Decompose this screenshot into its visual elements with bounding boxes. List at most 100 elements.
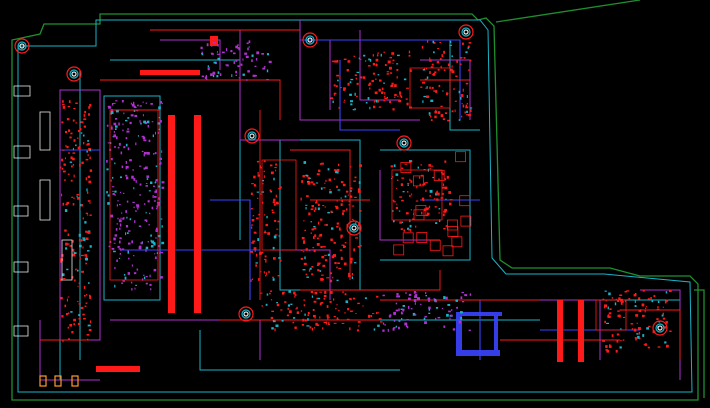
pin-pad: [143, 203, 146, 205]
pin-pad: [113, 134, 116, 138]
pin-pad: [118, 122, 120, 126]
pin-pad: [156, 205, 159, 208]
pin-pad: [644, 309, 646, 313]
pin-pad: [407, 184, 409, 186]
pin-pad: [333, 93, 335, 96]
pin-pad: [261, 53, 264, 55]
pin-pad: [254, 250, 256, 252]
pin-pad: [254, 74, 257, 77]
pin-pad: [313, 249, 316, 253]
pin-pad: [263, 66, 266, 68]
pin-pad: [122, 192, 125, 194]
pin-pad: [150, 181, 153, 184]
pin-pad: [324, 182, 326, 184]
pin-pad: [401, 177, 405, 179]
pin-pad: [462, 42, 464, 45]
pin-pad: [151, 206, 154, 210]
pin-pad: [69, 101, 71, 103]
pin-pad: [82, 313, 85, 316]
pin-pad: [212, 71, 216, 75]
pin-pad: [645, 305, 647, 308]
pin-pad: [111, 248, 115, 250]
pin-pad: [433, 90, 435, 92]
pin-pad: [316, 200, 318, 202]
pin-pad: [437, 48, 440, 50]
pin-pad: [82, 217, 84, 220]
pin-pad: [117, 217, 119, 220]
pin-pad: [293, 317, 296, 319]
pin-pad: [468, 69, 471, 71]
pin-pad: [359, 210, 362, 212]
pin-pad: [316, 173, 320, 176]
pin-pad: [275, 201, 279, 205]
pin-pad: [231, 74, 233, 78]
pin-pad: [137, 135, 139, 137]
pin-pad: [122, 123, 124, 125]
pin-pad: [443, 228, 446, 230]
pin-pad: [67, 296, 70, 298]
pin-pad: [266, 53, 269, 56]
pin-pad: [420, 164, 423, 166]
pin-pad: [428, 164, 432, 167]
pin-pad: [119, 223, 122, 227]
pin-pad: [348, 204, 351, 206]
pin-pad: [263, 258, 267, 260]
pin-pad: [253, 184, 256, 187]
pin-pad: [205, 74, 207, 77]
pin-pad: [201, 51, 203, 53]
pin-pad: [85, 302, 88, 304]
pin-pad: [353, 180, 356, 182]
pin-pad: [427, 212, 430, 215]
pin-pad: [468, 329, 471, 332]
mounting-hole: [14, 38, 30, 54]
pin-pad: [607, 314, 609, 317]
pin-pad: [435, 109, 437, 112]
edge-connectors: [13, 85, 73, 337]
pin-pad: [643, 315, 646, 317]
pin-pad: [118, 248, 121, 250]
pin-pad: [62, 100, 64, 103]
pin-pad: [330, 97, 334, 100]
pin-pad: [648, 325, 651, 328]
pin-pad: [456, 306, 458, 309]
pin-pad: [151, 240, 155, 244]
pin-pad: [324, 254, 327, 256]
pin-pad: [89, 320, 92, 324]
pin-pad: [123, 146, 126, 149]
pin-pad: [348, 275, 351, 278]
mounting-hole: [247, 131, 257, 141]
pin-pad: [376, 312, 378, 315]
pin-pad: [272, 276, 275, 278]
pin-pad: [161, 225, 163, 228]
pin-pad: [333, 92, 337, 95]
pin-pad: [257, 174, 261, 177]
pin-pad: [133, 177, 136, 181]
pin-pad: [346, 69, 349, 72]
pin-pad: [83, 317, 86, 320]
pin-pad: [120, 176, 122, 179]
pin-pad: [637, 327, 641, 330]
pin-pad: [438, 212, 440, 214]
pin-pad: [122, 217, 125, 220]
pin-pad: [369, 87, 371, 90]
component-pad: [451, 236, 463, 248]
pin-pad: [264, 175, 266, 178]
pin-pad: [374, 99, 376, 102]
pin-pad: [233, 61, 236, 64]
pin-pad: [246, 79, 248, 81]
pin-pad: [87, 154, 89, 157]
pin-pad: [296, 306, 298, 310]
pin-pad: [62, 278, 66, 279]
pin-pad: [409, 106, 412, 109]
pin-pad: [157, 185, 161, 188]
pin-pad: [77, 322, 81, 326]
pin-pad: [455, 75, 458, 77]
pin-pad: [85, 256, 88, 259]
pin-pad: [159, 119, 162, 123]
pin-pad: [75, 122, 77, 124]
pin-pad: [333, 178, 336, 180]
pin-pad: [238, 47, 241, 51]
pin-pad: [409, 224, 412, 228]
